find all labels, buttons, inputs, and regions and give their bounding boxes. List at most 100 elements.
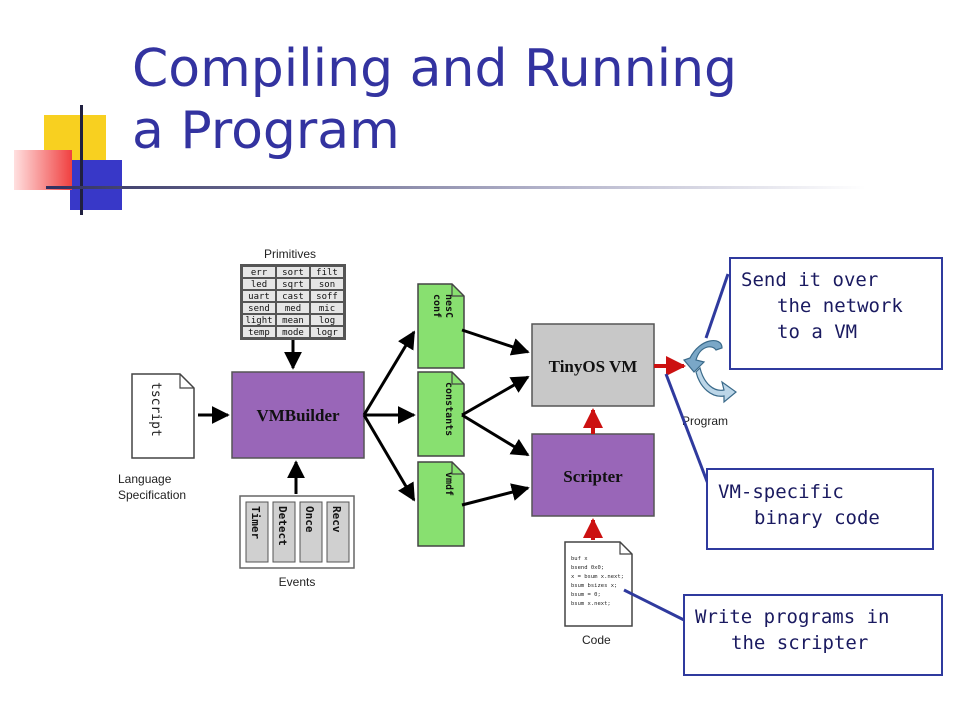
callout-write-line-1: Write programs in bbox=[695, 606, 890, 628]
arrow-to-vmdf bbox=[362, 414, 416, 502]
vmbuilder-label: VMBuilder bbox=[256, 406, 340, 425]
callout-send-line-2: the network bbox=[777, 295, 903, 317]
events-label: Events bbox=[279, 575, 316, 589]
deco-red-square bbox=[14, 150, 72, 190]
primitive-cell bbox=[277, 327, 309, 337]
primitive-cell-label: send bbox=[248, 304, 270, 314]
events-group: Timer Detect Once Recv bbox=[245, 501, 350, 563]
deco-horizontal-line bbox=[46, 186, 866, 189]
arrow-to-nesc bbox=[362, 330, 416, 416]
primitive-cell-label: uart bbox=[248, 292, 270, 302]
tscript-document: tscript bbox=[131, 373, 195, 459]
file-label: conf bbox=[431, 294, 442, 318]
scripter-box bbox=[531, 433, 655, 517]
code-document: buf x bsend 0x0; x = bsum x.next; bsum bsiz… bbox=[564, 541, 633, 627]
primitive-cell-label: mean bbox=[282, 316, 304, 326]
primitive-cell bbox=[243, 327, 275, 337]
code-line: x = bsum x.next; bbox=[571, 574, 624, 580]
event-label: Once bbox=[303, 506, 316, 533]
event-tile bbox=[245, 501, 269, 563]
code-line: bsum x.next; bbox=[571, 601, 611, 607]
tinyos-vm-label: TinyOS VM bbox=[549, 357, 638, 376]
callout-send-line-1: Send it over bbox=[741, 269, 879, 291]
arrow-constants-to-scripter bbox=[461, 413, 530, 457]
primitive-cell-label: log bbox=[319, 316, 335, 326]
primitive-cell bbox=[311, 279, 343, 289]
vmbuilder-box bbox=[231, 371, 365, 459]
primitive-cell bbox=[277, 279, 309, 289]
tinyos-vm-box bbox=[531, 323, 655, 407]
primitive-cell-label: mic bbox=[319, 304, 335, 314]
code-line: buf x bbox=[571, 556, 588, 562]
primitive-cell bbox=[243, 279, 275, 289]
pointer-write bbox=[623, 588, 685, 622]
primitive-cell-label: sort bbox=[282, 268, 304, 278]
primitive-cell-label: err bbox=[251, 268, 268, 278]
event-tile bbox=[272, 501, 296, 563]
code-line: bsum bsizes x; bbox=[571, 583, 617, 589]
primitive-cell-label: sqrt bbox=[282, 280, 304, 290]
file-label: constants bbox=[443, 382, 454, 436]
primitive-cell-label: son bbox=[319, 280, 335, 290]
arrow-nesc-to-vm bbox=[461, 328, 530, 356]
primitive-cell bbox=[243, 315, 275, 325]
event-label: Recv bbox=[330, 506, 343, 533]
arrow-constants-to-vm bbox=[461, 375, 530, 417]
primitive-cell-label: mode bbox=[282, 328, 304, 338]
primitive-cell-label: cast bbox=[282, 292, 304, 302]
primitive-cell bbox=[311, 327, 343, 337]
code-line: bsend 0x0; bbox=[571, 565, 604, 571]
deco-vertical-line bbox=[80, 105, 83, 215]
primitive-cell bbox=[311, 291, 343, 301]
primitive-cell-label: led bbox=[251, 280, 267, 290]
pointer-send bbox=[704, 273, 730, 339]
slide-title: Compiling and Running a Program bbox=[132, 38, 912, 162]
primitive-cell bbox=[277, 291, 309, 301]
primitive-cell bbox=[243, 267, 275, 277]
deco-blue-square bbox=[70, 160, 122, 210]
code-lines: buf x bsend 0x0; x = bsum x.next; bsum bsiz… bbox=[571, 556, 624, 607]
file-document bbox=[417, 461, 465, 547]
callout-vm-line-1: VM-specific bbox=[718, 481, 844, 503]
arrow-vmdf-to-scripter bbox=[461, 483, 530, 507]
primitive-cell-label: soff bbox=[316, 292, 338, 302]
callout-vm-line-2: binary code bbox=[754, 507, 880, 529]
program-curved-arrow-icon bbox=[682, 340, 737, 404]
pointer-vm-specific bbox=[664, 373, 710, 485]
language-spec-line-1: Language bbox=[118, 472, 172, 486]
callout-write: Write programs in the scripter bbox=[683, 594, 943, 676]
primitive-cell bbox=[277, 315, 309, 325]
primitive-cell bbox=[243, 291, 275, 301]
primitive-cell bbox=[277, 303, 309, 313]
primitive-cell-label: temp bbox=[248, 328, 270, 338]
callout-vm-specific: VM-specific binary code bbox=[706, 468, 934, 550]
event-tile bbox=[326, 501, 350, 563]
language-spec-line-2: Specification bbox=[118, 488, 186, 502]
primitive-cell bbox=[243, 303, 275, 313]
program-label: Program bbox=[682, 414, 728, 428]
primitive-cell-label: filt bbox=[316, 268, 338, 278]
primitive-cell-label: light bbox=[245, 316, 272, 326]
primitive-cell bbox=[311, 315, 343, 325]
primitive-cell bbox=[277, 267, 309, 277]
primitives-label: Primitives bbox=[264, 247, 316, 261]
file-label: nesC bbox=[443, 294, 454, 318]
event-label: Detect bbox=[276, 506, 289, 546]
scripter-label: Scripter bbox=[563, 467, 623, 486]
primitives-grid: err sort filt led sqrt son uart cast soff send med… bbox=[240, 264, 346, 340]
primitive-cell-label: logr bbox=[316, 328, 338, 338]
callout-send-line-3: to a VM bbox=[777, 321, 858, 343]
event-tile bbox=[299, 501, 323, 563]
primitive-cell bbox=[311, 267, 343, 277]
callout-send: Send it over the network to a VM bbox=[729, 257, 943, 370]
code-label: Code bbox=[582, 633, 611, 647]
callout-write-line-2: the scripter bbox=[731, 632, 869, 654]
title-line-1: Compiling and Running bbox=[132, 39, 738, 99]
code-line: bsum = 0; bbox=[571, 592, 601, 598]
primitive-cell-label: med bbox=[285, 304, 301, 314]
tscript-label: tscript bbox=[148, 382, 163, 437]
file-label: vmdf bbox=[443, 472, 454, 496]
event-label: Timer bbox=[249, 506, 262, 539]
